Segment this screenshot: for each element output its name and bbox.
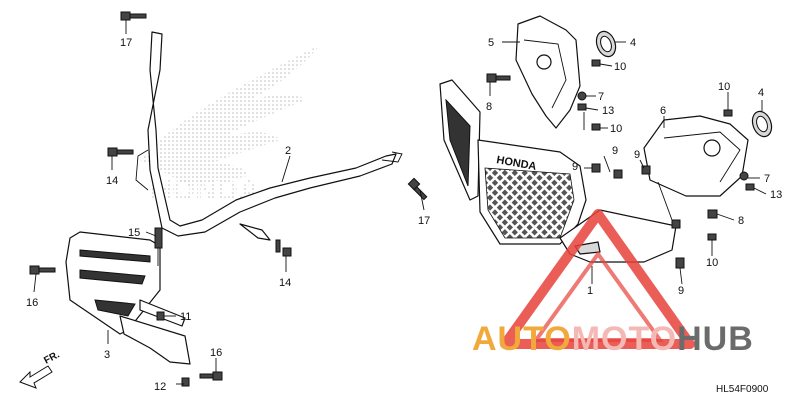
callout-9: 9 (634, 149, 640, 161)
upper-right-bracket (643, 115, 749, 197)
watermark-moto: MOTO (572, 320, 677, 358)
warning-triangle-icon (500, 209, 695, 349)
callout-4: 4 (758, 87, 764, 99)
callout-15: 15 (128, 227, 140, 239)
front-direction-marker: FR. (19, 349, 62, 389)
callout-13: 13 (770, 189, 782, 201)
callout-2: 2 (285, 145, 291, 157)
diagram-code: HL54F0900 (716, 384, 769, 395)
callout-10: 10 (610, 123, 622, 135)
callout-17: 17 (120, 37, 132, 49)
callout-8: 8 (486, 101, 492, 113)
front-arrow-icon (19, 365, 53, 389)
callout-10: 10 (706, 257, 718, 269)
callout-14: 14 (106, 175, 118, 187)
leader-lines (33, 20, 767, 385)
bumper-tube-frame (135, 31, 403, 241)
callout-16: 16 (210, 347, 222, 359)
callout-11: 11 (180, 311, 191, 323)
callout-7: 7 (764, 173, 770, 185)
callout-9: 9 (612, 145, 618, 157)
callout-1: 1 (587, 285, 593, 297)
watermark-hub: HUB (677, 320, 754, 358)
seal-rings (595, 30, 773, 138)
callout-9: 9 (572, 161, 578, 173)
callout-13: 13 (602, 105, 614, 117)
callout-7: 7 (598, 91, 604, 103)
front-label: FR. (42, 349, 62, 366)
callout-8: 8 (738, 215, 744, 227)
callout-3: 3 (104, 349, 110, 361)
callout-17: 17 (418, 215, 430, 227)
callout-4: 4 (630, 37, 636, 49)
callout-14: 14 (279, 277, 291, 289)
callout-6: 6 (660, 105, 666, 117)
callout-10: 10 (718, 81, 730, 93)
callout-12: 12 (154, 381, 166, 393)
watermark: AUTOMOTOHUB (472, 209, 754, 358)
lower-front-guard (65, 231, 191, 365)
svg-text:AUTOMOTOHUB: AUTOMOTOHUB (472, 320, 754, 358)
callout-5: 5 (488, 37, 494, 49)
callout-10: 10 (614, 61, 626, 73)
callout-16: 16 (26, 297, 38, 309)
watermark-auto: AUTO (472, 320, 572, 358)
callouts: 17 14 2 17 14 15 16 11 3 16 12 5 8 4 10 … (26, 37, 782, 393)
callout-9: 9 (678, 285, 684, 297)
upper-left-bracket (515, 15, 581, 129)
fasteners (29, 11, 755, 387)
